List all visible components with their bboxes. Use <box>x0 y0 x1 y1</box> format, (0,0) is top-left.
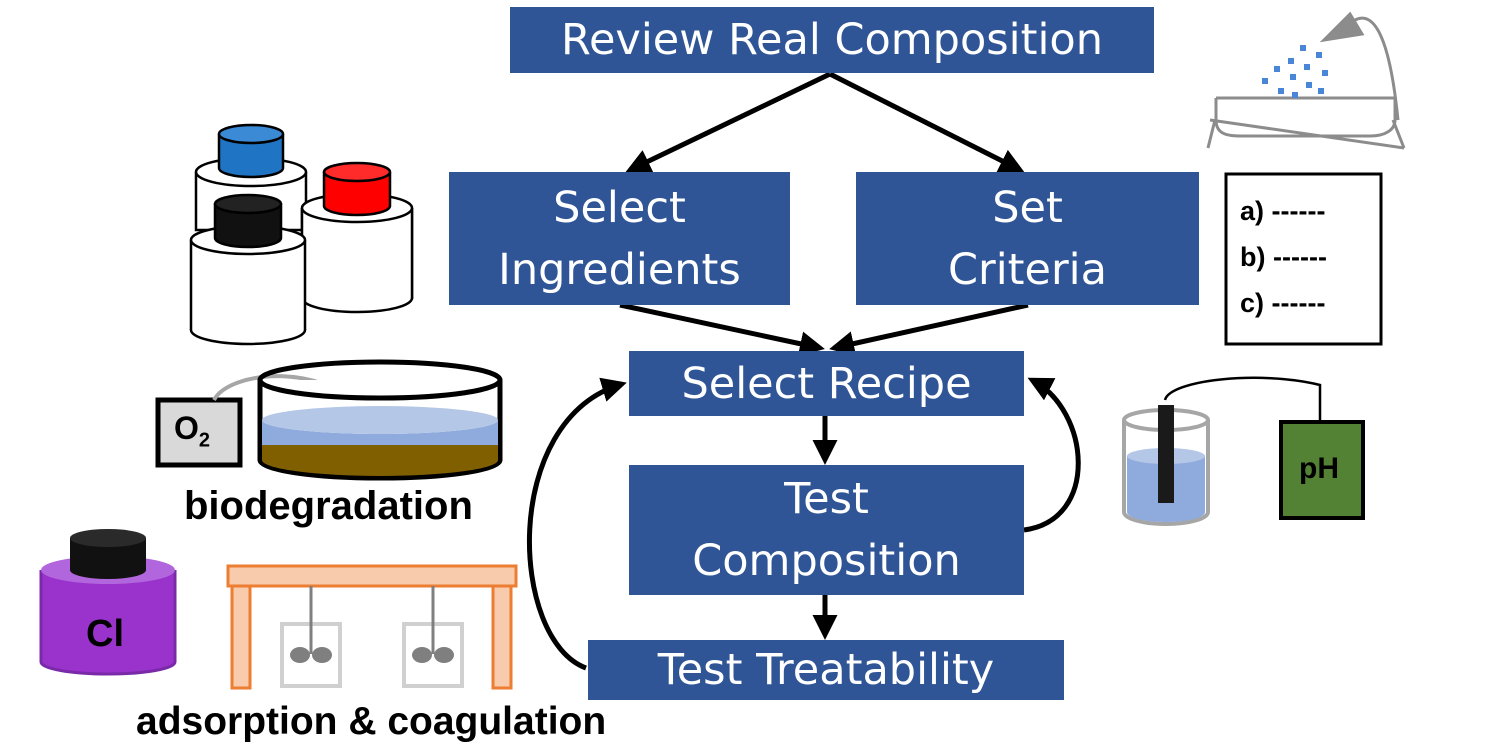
select-recipe-label: Select Recipe <box>681 358 972 409</box>
select-recipe-box: Select Recipe <box>629 351 1024 416</box>
test-treatability-label: Test Treatability <box>657 645 995 695</box>
arrow-composition-loop <box>1023 377 1081 533</box>
checklist-item-a: a) ------ <box>1240 196 1326 226</box>
chlorine-bottle-icon <box>39 529 177 676</box>
oxygen-subscript: 2 <box>198 429 211 452</box>
chlorine-label: Cl <box>86 613 124 655</box>
review-composition-label: Review Real Composition <box>561 15 1103 65</box>
oxygen-symbol: O <box>174 410 199 446</box>
test-composition-box: Test Composition <box>629 465 1024 595</box>
test-composition-line2: Composition <box>692 536 961 586</box>
arrow-ingredients-to-recipe <box>619 302 825 357</box>
test-treatability-box: Test Treatability <box>588 640 1064 700</box>
checklist-item-b: b) ------ <box>1240 242 1327 272</box>
jar-test-stand-icon <box>226 564 518 690</box>
arrow-review-to-ingredients <box>625 71 832 173</box>
test-composition-line1: Test <box>784 474 869 524</box>
review-composition-box: Review Real Composition <box>510 7 1154 73</box>
ph-meter-icon <box>1122 376 1365 526</box>
set-criteria-line1: Set <box>992 182 1063 233</box>
select-ingredients-line1: Select <box>553 182 686 233</box>
oxygen-label: O2 <box>174 410 210 452</box>
select-ingredients-line2: Ingredients <box>498 244 741 295</box>
set-criteria-box: Set Criteria <box>856 172 1199 305</box>
adsorption-coagulation-caption: adsorption & coagulation <box>136 700 607 743</box>
biodegradation-caption: biodegradation <box>184 484 473 528</box>
shower-tub-icon <box>1206 11 1406 150</box>
set-criteria-line2: Criteria <box>948 244 1107 295</box>
ph-label: pH <box>1299 452 1339 485</box>
arrow-treatability-loop <box>526 377 627 671</box>
ingredient-jars-icon <box>189 123 414 346</box>
criteria-checklist-card <box>1224 172 1383 346</box>
water-drops-icon <box>1262 45 1328 98</box>
arrow-review-to-criteria <box>828 71 1025 173</box>
biodegradation-dish-icon <box>155 359 503 481</box>
select-ingredients-box: Select Ingredients <box>449 172 790 305</box>
checklist-item-c: c) ------ <box>1240 288 1326 318</box>
arrow-criteria-to-recipe <box>829 302 1029 356</box>
